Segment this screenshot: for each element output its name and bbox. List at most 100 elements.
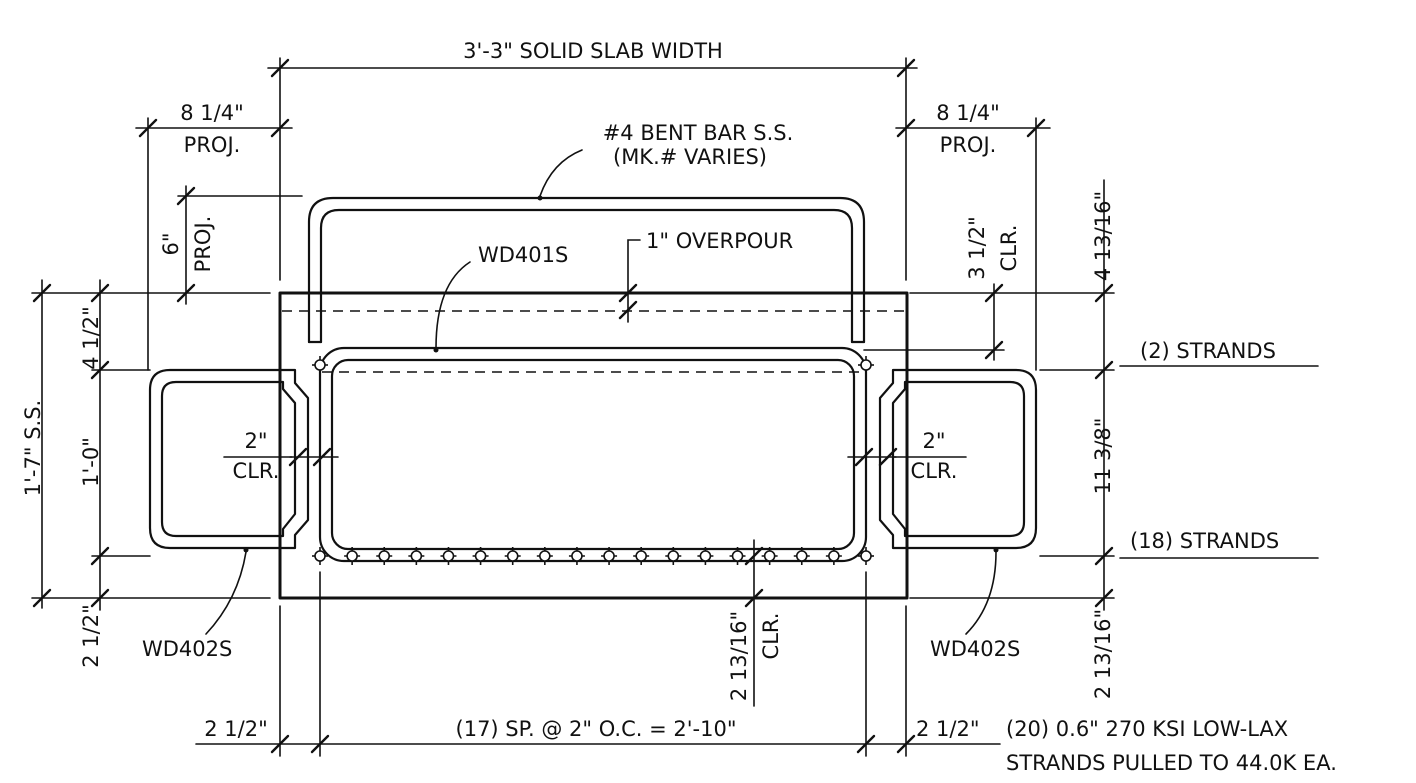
strand [312,547,328,565]
bottom-right-edge-dim: 2 1/2" [916,717,980,741]
leader-dot [537,195,543,201]
strand [793,547,810,565]
dim-slab-width-text: 3'-3" SOLID SLAB WIDTH [463,39,723,63]
right-clr-value: 2" [922,429,945,453]
tick [90,546,110,566]
tick [288,447,308,467]
tick [854,447,874,467]
strand [633,547,650,565]
mid-left-dim: 1'-0" [79,437,103,487]
strand [376,547,393,565]
top-left-dim: 4 1/2" [79,306,103,370]
wd401s-leader [435,261,471,349]
strand [536,547,553,565]
wd402s-left-label: WD402S [142,637,232,661]
overall-left-dim: 1'-7" S.S. [21,400,45,496]
top-clr-label: CLR. [997,225,1021,272]
tick [270,58,290,78]
tick [856,734,876,754]
tick [310,734,330,754]
spacing-dim: (17) SP. @ 2" O.C. = 2'-10" [456,717,737,741]
left-proj-value: 8 1/4" [180,101,244,125]
bottom-right-dim: 2 13/16" [1091,609,1115,699]
tick [1026,118,1046,138]
strand [729,547,746,565]
bottom-clr-value: 2 13/16" [727,611,751,701]
vert-proj-value: 6" [159,232,183,255]
tick [984,340,1004,360]
wd401s-stirrup-outer [318,346,868,563]
wd402s-right-outer [878,368,1038,550]
strand-note-line2: STRANDS PULLED TO 44.0K EA. [1006,751,1337,775]
tick [1094,588,1114,608]
tick [744,588,764,608]
left-clr-value: 2" [244,429,267,453]
wd402s-right-label: WD402S [930,637,1020,661]
bottom-left-dim: 2 1/2" [79,604,103,668]
tick [32,283,52,303]
bottom-strand-group [312,547,874,565]
leader-dot [243,547,249,553]
tick [32,588,52,608]
tick [896,58,916,78]
overpour-label: 1" OVERPOUR [646,229,793,253]
right-proj-label: PROJ. [940,133,997,157]
tick [878,447,898,467]
strand [761,547,778,565]
bottom-strands-label: (18) STRANDS [1130,529,1279,553]
strand [601,547,618,565]
strand [344,547,361,565]
strand [504,547,521,565]
strand [312,356,328,374]
tick [896,118,916,138]
tick [312,447,332,467]
tick [90,360,110,380]
left-clr-label: CLR. [233,459,280,483]
bottom-left-edge-dim: 2 1/2" [204,717,268,741]
top-strands-label: (2) STRANDS [1140,339,1276,363]
mid-right-dim: 11 3/8" [1091,418,1115,495]
vert-proj-label: PROJ. [191,216,215,273]
wd401s-label: WD401S [478,243,568,267]
right-clr-label: CLR. [911,459,958,483]
top-right-dim: 4 13/16" [1091,191,1115,281]
strand [568,547,585,565]
bent-bar-label-line1: #4 BENT BAR S.S. [603,121,794,145]
strand [858,547,874,565]
bent-bar-label-line2: (MK.# VARIES) [613,145,767,169]
left-proj-label: PROJ. [184,133,241,157]
strand [665,547,682,565]
tick [618,283,638,303]
bent-bar-outer [307,196,866,344]
strand [472,547,489,565]
wd402s-left-leader [205,551,247,635]
strand [825,547,842,565]
right-proj-value: 8 1/4" [936,101,1000,125]
wd402s-left-outer [148,368,310,550]
tick [618,300,638,320]
tick [270,734,290,754]
wd402s-right-inner [891,380,1026,538]
tick [1094,283,1114,303]
tick [270,118,290,138]
tick [1094,360,1114,380]
bent-bar-inner [319,208,854,344]
top-clr-value: 3 1/2" [965,216,989,280]
top-strand-group [312,356,874,374]
tick [896,734,916,754]
strand [440,547,457,565]
tick [90,283,110,303]
strand-note-line1: (20) 0.6" 270 KSI LOW-LAX [1006,717,1288,741]
strand [408,547,425,565]
leader-dot [433,347,439,353]
tick [138,118,158,138]
slab-outline [278,291,909,600]
strand [697,547,714,565]
bottom-clr-label: CLR. [759,613,783,660]
tick [176,186,196,206]
wd402s-right-leader [965,551,997,635]
wd402s-left-inner [160,380,297,538]
wd401s-stirrup-inner [330,358,856,551]
leader-dot [993,547,999,553]
